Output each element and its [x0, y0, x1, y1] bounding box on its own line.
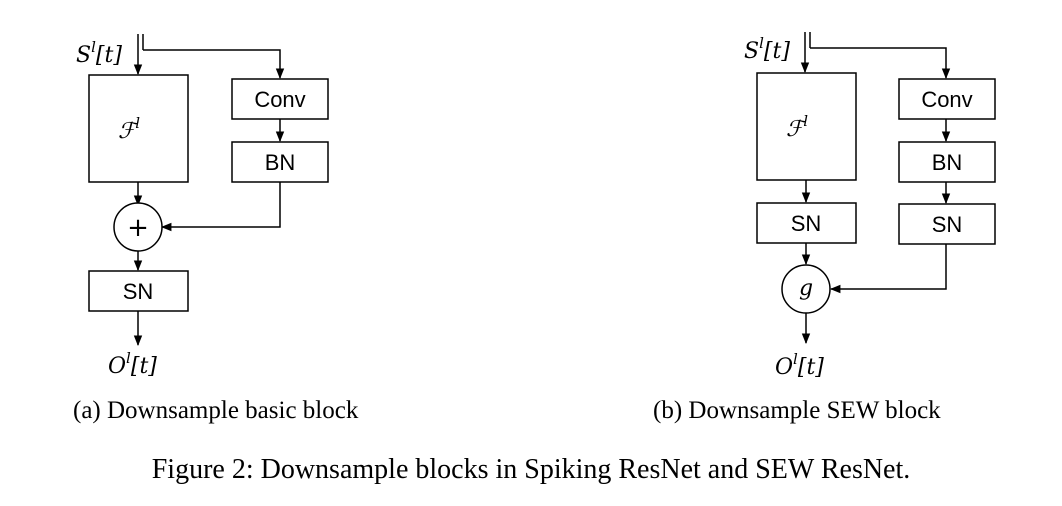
basic-residual-function-box: [88, 74, 189, 183]
sew-block-caption: (b) Downsample SEW block: [653, 397, 941, 424]
basic-input-label: Sl[t]: [76, 38, 122, 68]
sew-residual-function-box: [756, 72, 857, 181]
basic-add-symbol: +: [127, 213, 149, 243]
sew-input-label: Sl[t]: [744, 34, 790, 64]
sew-output-label: Ol[t]: [775, 350, 824, 380]
basic-block: Sl[t] ℱl Conv BN + SN: [73, 34, 359, 424]
basic-output-label: Ol[t]: [108, 349, 157, 379]
basic-bn-box: [231, 141, 329, 183]
figure-caption: Figure 2: Downsample blocks in Spiking R…: [152, 454, 911, 485]
basic-branch-wire: [143, 49, 285, 80]
sew-sn-right-box: [898, 203, 996, 245]
sew-block: Sl[t] ℱl Conv BN SN SN: [653, 32, 996, 424]
sew-conv-label: Conv: [921, 87, 972, 112]
basic-block-caption: (a) Downsample basic block: [73, 397, 359, 424]
sew-bn-box: [898, 141, 996, 183]
basic-sn-box: [88, 270, 189, 312]
sew-residual-function-label: ℱl: [786, 112, 808, 142]
sew-sn-right-to-g-wire: [829, 244, 947, 294]
basic-conv-label: Conv: [254, 87, 305, 112]
sew-g-symbol: g: [799, 276, 813, 301]
sew-sn-left-label: SN: [791, 211, 822, 236]
basic-bn-to-add-wire: [160, 182, 281, 232]
sew-sn-right-label: SN: [932, 212, 963, 237]
basic-sn-label: SN: [123, 279, 154, 304]
basic-residual-function-label: ℱl: [118, 114, 140, 144]
sew-bn-label: BN: [932, 150, 963, 175]
sew-branch-wire: [810, 47, 951, 80]
sew-conv-box: [898, 78, 996, 120]
basic-bn-label: BN: [265, 150, 296, 175]
